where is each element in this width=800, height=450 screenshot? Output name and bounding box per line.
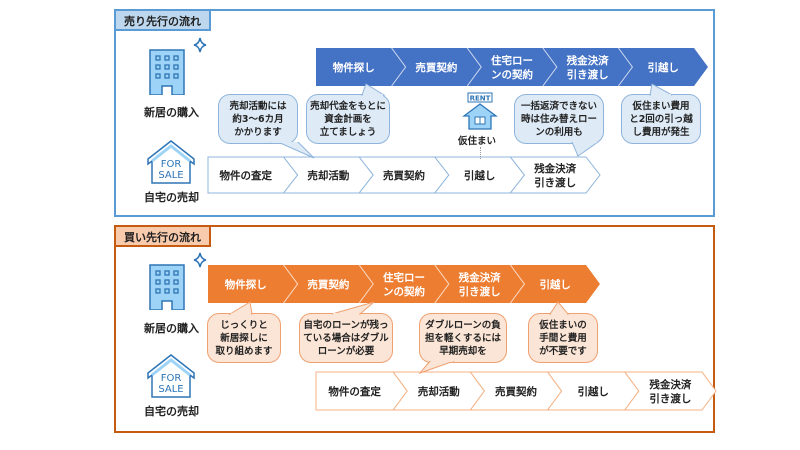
flow-step-divider bbox=[542, 47, 558, 87]
building-icon bbox=[149, 252, 207, 310]
sparkle-icon bbox=[193, 37, 207, 53]
bubble-tail bbox=[571, 142, 599, 157]
buy-bubble-4: 仮住まいの 手間と費用 が不要です bbox=[528, 313, 598, 363]
flow-step-divider bbox=[358, 264, 374, 304]
bubble-tail bbox=[270, 142, 315, 159]
buy-bubble-2: 自宅のローンが残っ ている場合はダブル ローンが必要 bbox=[299, 313, 393, 363]
flow-step-label: 住宅ロー bbox=[491, 54, 533, 67]
flow-step-shape bbox=[623, 371, 717, 411]
sell-bubble-2: 売却代金をもとに 資金計画を 立てましょう bbox=[306, 94, 390, 144]
buy-first-title: 買い先行の流れ bbox=[114, 225, 211, 247]
bubble-tail bbox=[649, 83, 673, 96]
sell-bubble-4: 仮住まい費用 と2回の引っ越 し費用が発生 bbox=[621, 94, 701, 144]
flow-step-label: 売買契約 bbox=[495, 385, 537, 398]
flow-step-shape bbox=[509, 156, 601, 194]
buy-purchase-label: 新居の購入 bbox=[144, 322, 199, 335]
buy-sale-label: 自宅の売却 bbox=[144, 405, 199, 418]
sell-first-title: 売り先行の流れ bbox=[114, 9, 211, 31]
flow-step-label: 売買契約 bbox=[415, 61, 457, 74]
flow-arrow-body bbox=[208, 265, 600, 303]
sell-bubble-3: 一括返済できない 時は住み替えロー ンの利用も bbox=[514, 94, 604, 144]
rent-sign-text: RENT bbox=[470, 95, 491, 103]
for-sale-text-2: SALE bbox=[158, 170, 183, 181]
flow-step-label: 引き渡し bbox=[649, 392, 691, 405]
for-sale-text-1: FOR bbox=[161, 159, 182, 170]
flow-step-label: 住宅ロー bbox=[383, 271, 425, 284]
flow-step-label: 残金決済 bbox=[459, 271, 501, 284]
rent-dotted-line bbox=[480, 147, 481, 159]
bubble-tail bbox=[361, 83, 386, 96]
flow-step-label: 引越し bbox=[464, 169, 496, 182]
flow-step-divider bbox=[434, 264, 450, 304]
flow-step-label: 物件の査定 bbox=[328, 385, 381, 398]
sell-bubble-1: 売却活動には 約3～6カ月 かかります bbox=[218, 94, 298, 144]
for-sale-house-icon: FOR SALE bbox=[147, 354, 195, 398]
flow-step-label: 売却活動 bbox=[418, 385, 460, 398]
buy-bubble-1: じっくりと 新居探しに 取り組めます bbox=[207, 313, 281, 363]
bubble-tail bbox=[228, 301, 253, 315]
flow-step-divider bbox=[466, 47, 482, 87]
flow-step-label: 物件の査定 bbox=[220, 169, 273, 182]
buy-bubble-3: ダブルローンの負 担を軽くするには 早期売却を bbox=[419, 313, 507, 363]
sparkle-icon bbox=[193, 252, 207, 268]
building-icon bbox=[149, 37, 207, 95]
flow-step-label: 物件探し bbox=[225, 278, 267, 291]
flow-step-divider bbox=[509, 264, 526, 304]
sell-sale-label: 自宅の売却 bbox=[144, 191, 199, 204]
for-sale-text-2: SALE bbox=[158, 384, 183, 395]
flow-step-label: 物件探し bbox=[333, 61, 375, 74]
bubble-tail bbox=[418, 361, 455, 375]
flow-step-label: 売買契約 bbox=[383, 169, 425, 182]
rent-label: 仮住まい bbox=[458, 136, 497, 147]
flow-step-label: 引き渡し bbox=[567, 68, 609, 81]
flow-step-divider bbox=[617, 47, 634, 87]
flow-step-label: 残金決済 bbox=[534, 162, 576, 175]
flow-step-label: 売買契約 bbox=[307, 278, 349, 291]
flow-step-label: ンの契約 bbox=[491, 68, 533, 81]
flow-step-label: 引越し bbox=[647, 61, 679, 74]
flow-step-label: 引越し bbox=[539, 278, 571, 291]
flow-step-label: 引き渡し bbox=[459, 285, 501, 298]
flow-step-label: 残金決済 bbox=[649, 378, 691, 391]
rent-house-icon: RENT bbox=[462, 92, 498, 130]
flow-step-label: 引越し bbox=[577, 385, 609, 398]
for-sale-text-1: FOR bbox=[161, 373, 182, 384]
flow-step-label: 残金決済 bbox=[567, 54, 609, 67]
bubble-tail bbox=[549, 301, 570, 315]
bubble-tail bbox=[331, 301, 375, 315]
flow-step-divider bbox=[391, 47, 407, 87]
flow-step-label: 売却活動 bbox=[307, 169, 349, 182]
for-sale-house-icon: FOR SALE bbox=[147, 140, 195, 184]
flow-step-label: 引き渡し bbox=[534, 176, 576, 189]
flow-step-label: ンの契約 bbox=[383, 285, 425, 298]
flow-arrow-body bbox=[316, 48, 708, 86]
sell-purchase-label: 新居の購入 bbox=[144, 106, 199, 119]
flow-step-divider bbox=[283, 264, 299, 304]
